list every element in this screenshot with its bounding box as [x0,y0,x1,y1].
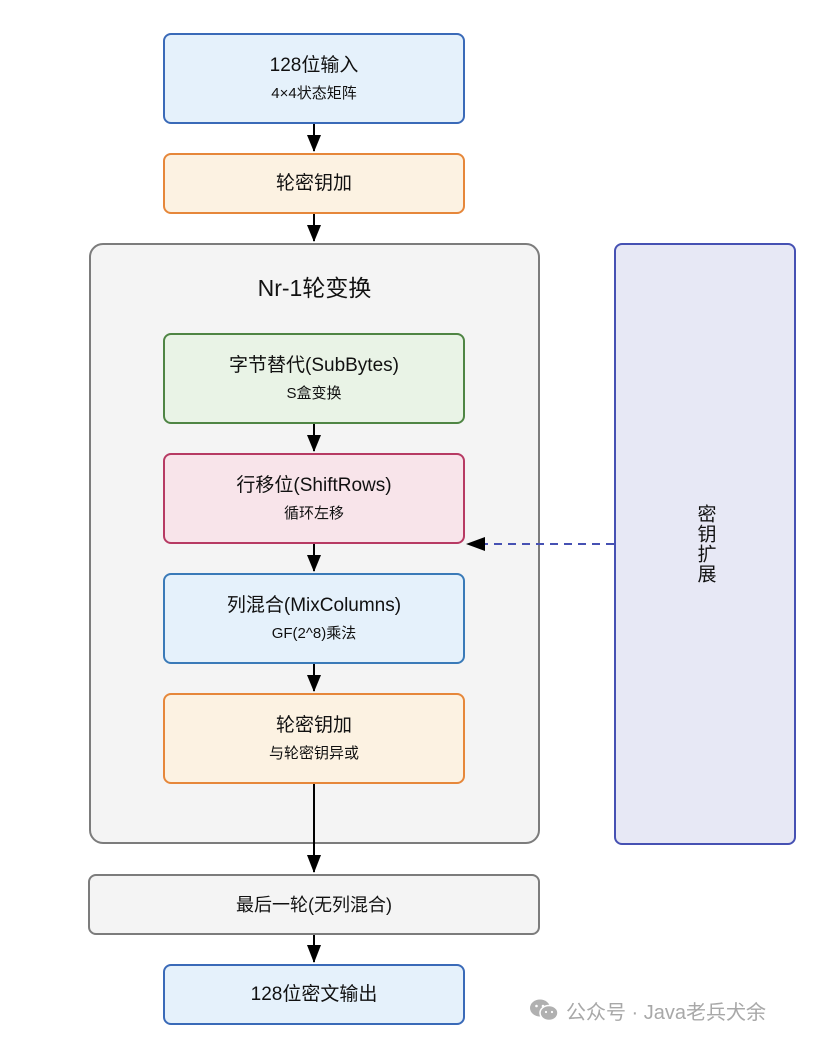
shift-rows-title: 行移位(ShiftRows) [236,474,392,496]
round-loop-title: Nr-1轮变换 [257,275,372,301]
add-round-key-node: 轮密钥加 与轮密钥异或 [163,693,465,784]
input-subtitle: 4×4状态矩阵 [271,84,357,102]
output-title: 128位密文输出 [250,983,378,1005]
mix-columns-title: 列混合(MixColumns) [226,594,402,616]
mix-columns-subtitle: GF(2^8)乘法 [271,624,357,642]
add-round-key-title: 轮密钥加 [275,714,352,736]
key-expansion-node: 密钥扩展 [614,243,796,845]
add-round-key-subtitle: 与轮密钥异或 [268,744,359,762]
mix-columns-node: 列混合(MixColumns) GF(2^8)乘法 [163,573,465,664]
key-expansion-title: 密钥扩展 [694,504,716,584]
arrowhead [307,855,321,873]
sub-bytes-node: 字节替代(SubBytes) S盒变换 [163,333,465,424]
arrowhead [307,225,321,242]
output-node: 128位密文输出 [163,964,465,1025]
watermark-text: 公众号 · Java老兵犬余 [566,1001,767,1024]
initial-add-round-key-node: 轮密钥加 [163,153,465,214]
sub-bytes-subtitle: S盒变换 [286,384,342,402]
sub-bytes-title: 字节替代(SubBytes) [229,354,399,376]
final-round-node: 最后一轮(无列混合) [88,874,540,935]
wechat-icon [528,997,562,1023]
watermark: 公众号 · Java老兵犬余 [528,995,766,1025]
arrowhead [307,135,321,152]
input-node: 128位输入 4×4状态矩阵 [163,33,465,124]
shift-rows-node: 行移位(ShiftRows) 循环左移 [163,453,465,544]
shift-rows-subtitle: 循环左移 [283,504,344,522]
initial-add-round-key-title: 轮密钥加 [275,172,352,194]
input-title: 128位输入 [269,54,359,76]
arrowhead [307,945,321,963]
final-round-title: 最后一轮(无列混合) [236,894,392,915]
